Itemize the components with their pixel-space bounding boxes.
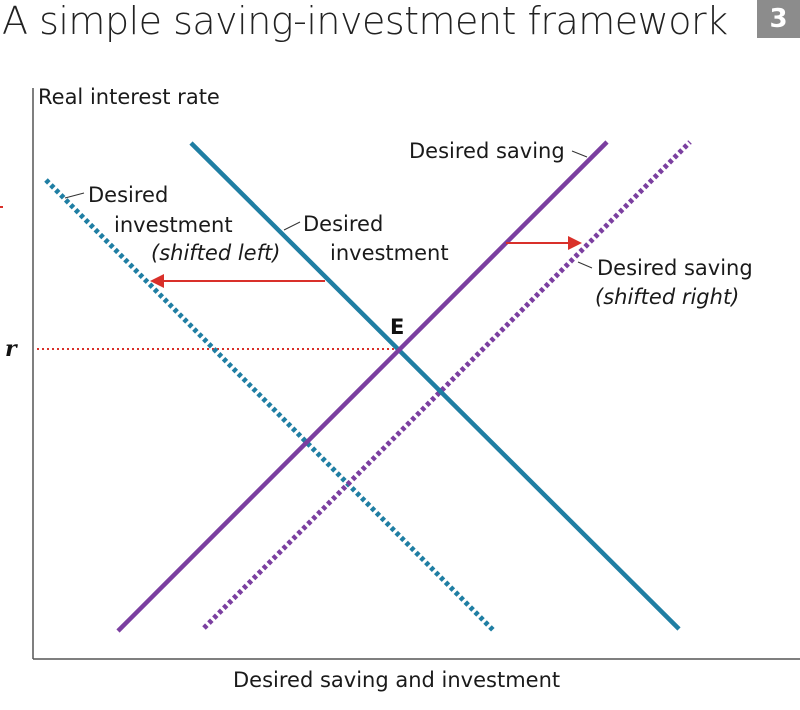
- leader-desired-saving-shifted: [577, 261, 593, 269]
- leader-desired-investment-shifted: [64, 192, 85, 199]
- equilibrium-label: E: [390, 315, 404, 339]
- desired-saving-curve: [116, 140, 609, 633]
- shift-left-arrowhead: [150, 274, 164, 288]
- desired-investment-shifted-curve: [44, 178, 496, 633]
- shift-right-arrowhead: [568, 236, 582, 250]
- desired-saving-shifted-curve: [202, 140, 692, 630]
- desired-investment-label-1: Desired: [303, 212, 383, 236]
- desired-saving-shifted-label-1: Desired saving: [597, 256, 753, 280]
- desired-investment-shifted-label-1: Desired: [88, 183, 168, 207]
- desired-saving-shifted-label-2: (shifted right): [595, 285, 739, 309]
- y-axis-label: Real interest rate: [38, 85, 220, 109]
- figure-number-badge: 3: [757, 0, 800, 38]
- page-title: A simple saving-investment framework: [2, 0, 728, 43]
- leader-desired-saving: [571, 150, 588, 158]
- desired-investment-label-2: investment: [330, 241, 449, 265]
- interest-rate-marker: r: [5, 336, 18, 362]
- desired-investment-curve: [189, 141, 681, 631]
- desired-investment-shifted-label-3: (shifted left): [151, 241, 280, 265]
- x-axis-label: Desired saving and investment: [233, 668, 560, 692]
- desired-saving-label: Desired saving: [409, 139, 565, 163]
- leader-desired-investment: [283, 221, 301, 231]
- desired-investment-shifted-label-2: investment: [114, 213, 233, 237]
